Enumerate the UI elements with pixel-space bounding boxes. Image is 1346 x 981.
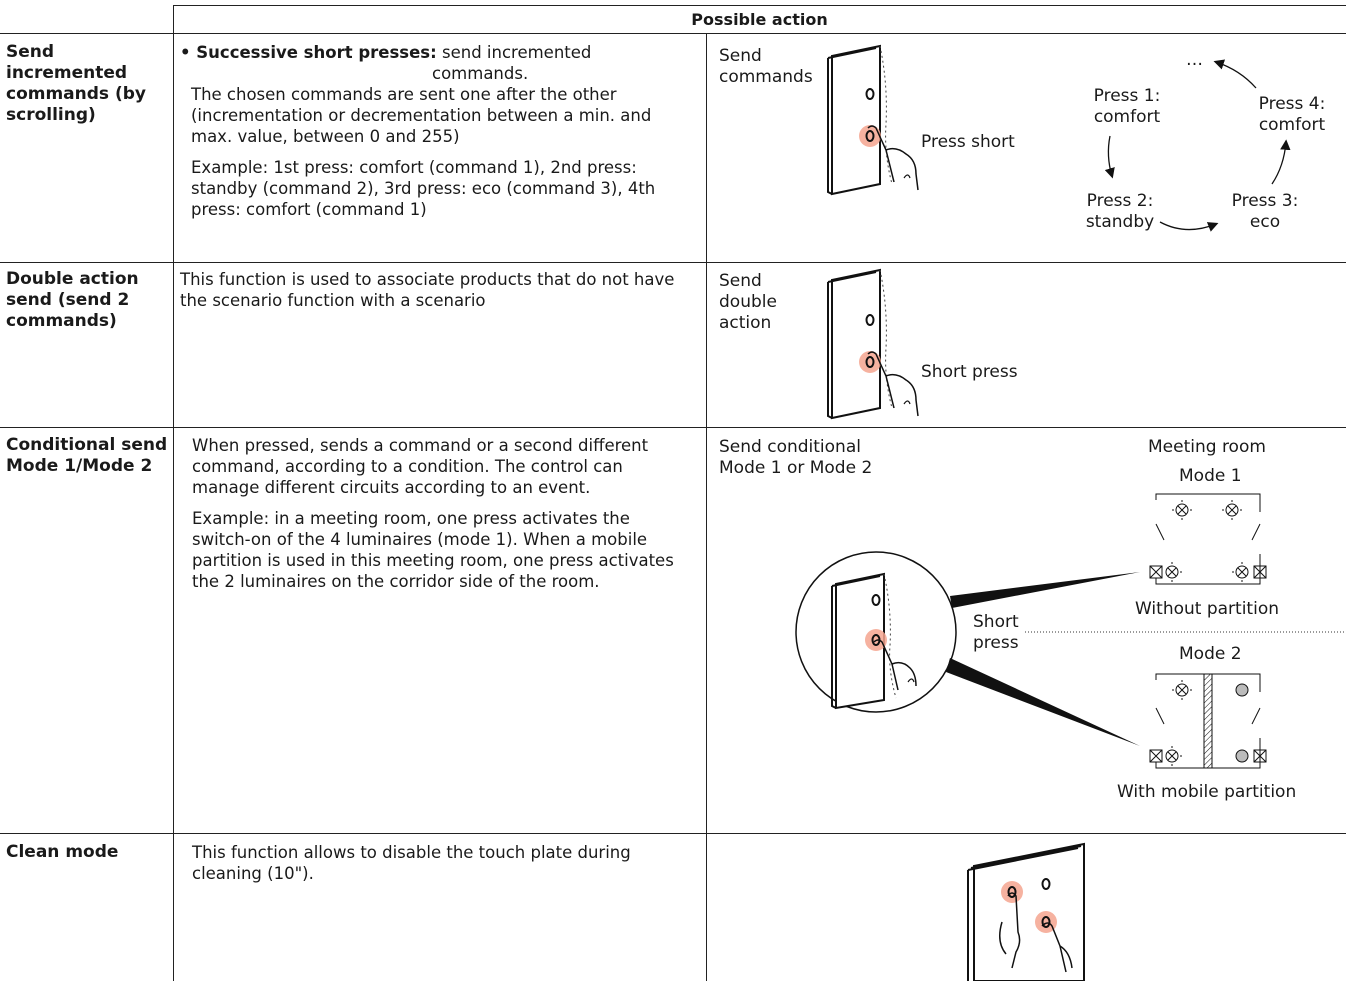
header-bottom-border <box>0 33 1346 34</box>
mode1-label: Mode 1 <box>1179 466 1242 486</box>
mode2-label: Mode 2 <box>1179 644 1242 664</box>
cycle-press2: Press 2: standby <box>1085 191 1155 232</box>
luminaire-icon <box>1165 680 1192 766</box>
row3-desc: When pressed, sends a command or a secon… <box>192 435 692 602</box>
short-press-label-cond: Short press <box>973 612 1019 653</box>
callout-wedges <box>946 572 1140 746</box>
mode1-room-diagram <box>1149 493 1267 585</box>
cycle-arrow-icon <box>1104 59 1291 232</box>
magnified-touch-plate-icon <box>795 551 957 713</box>
row-title-double-action: Double action send (send 2 commands) <box>6 269 139 331</box>
table-header: Possible action <box>691 10 828 29</box>
row1-para2: Example: 1st press: comfort (command 1),… <box>191 158 656 219</box>
mode-separator-dotted <box>1025 631 1345 633</box>
col2-divider <box>706 33 707 981</box>
bullet-text: send incremented <box>441 43 592 62</box>
clean-mode-touch-plate-icon <box>967 842 1085 981</box>
finger-press-icon <box>867 125 919 191</box>
luminaire-icon <box>1165 500 1249 582</box>
row3-bottom-border <box>0 833 1346 834</box>
row1-para1: The chosen commands are sent one after t… <box>191 85 652 146</box>
press-short-label: Press short <box>921 132 1015 152</box>
row1-bottom-border <box>0 262 1346 263</box>
send-conditional-label: Send conditional Mode 1 or Mode 2 <box>719 437 873 478</box>
finger-press-icon <box>867 351 919 417</box>
short-press-label: Short press <box>921 362 1018 382</box>
row3-para1: When pressed, sends a command or a secon… <box>192 436 649 497</box>
mode1-caption: Without partition <box>1135 599 1279 619</box>
cycle-press3: Press 3: eco <box>1231 191 1299 232</box>
row-desc-send-incremented: • Successive short presses: send increme… <box>180 42 695 220</box>
touch-plate-icon <box>827 268 893 420</box>
cycle-ellipsis: … <box>1186 50 1203 70</box>
cycle-press1: Press 1: comfort <box>1093 86 1161 127</box>
push-button-icon <box>1149 565 1267 579</box>
cycle-press4: Press 4: comfort <box>1258 94 1326 135</box>
meeting-room-title: Meeting room <box>1148 437 1266 457</box>
row-title-conditional-send: Conditional send Mode 1/Mode 2 <box>6 435 168 476</box>
row4-para1: This function allows to disable the touc… <box>192 843 631 883</box>
mode2-caption: With mobile partition <box>1117 782 1297 802</box>
table-top-border <box>173 5 1346 6</box>
row3-para2: Example: in a meeting room, one press ac… <box>192 509 674 591</box>
bullet-bold-label: • Successive short presses: <box>180 43 437 62</box>
mode2-room-diagram <box>1149 673 1267 769</box>
touch-plate-icon <box>827 44 893 196</box>
row2-para1: This function is used to associate produ… <box>180 270 675 310</box>
push-button-icon <box>1149 749 1267 763</box>
row-title-send-incremented: Send incremented commands (by scrolling) <box>6 42 146 125</box>
luminaire-off-icon <box>1235 683 1249 697</box>
send-double-action-label: Send double action <box>719 271 777 333</box>
send-commands-label: Send commands <box>719 46 813 87</box>
col1-divider <box>173 5 174 981</box>
luminaire-off-icon <box>1235 749 1249 763</box>
row2-bottom-border <box>0 427 1346 428</box>
bullet-continuation: commands. <box>432 64 529 83</box>
row-title-clean-mode: Clean mode <box>6 842 119 862</box>
